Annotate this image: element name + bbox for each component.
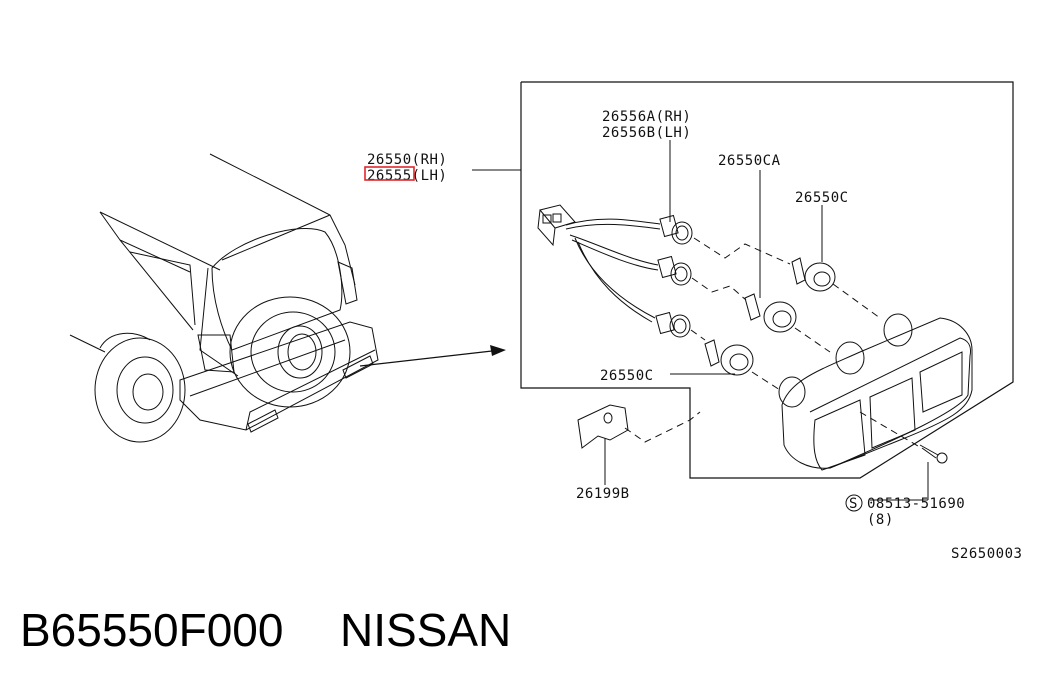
lamp-housing <box>577 313 973 471</box>
harness-and-bulbs <box>537 204 881 391</box>
leader-lines <box>472 140 929 501</box>
diagram-code: S2650003 <box>951 546 1022 562</box>
highlight-box <box>364 166 415 181</box>
callout-socket-rh: 26556A(RH) <box>602 109 691 125</box>
detail-frame <box>520 81 1014 479</box>
callout-socket-lh: 26556B(LH) <box>602 125 691 141</box>
callout-screw-qty: (8) <box>867 512 894 528</box>
callout-assembly-rh: 26550(RH) <box>367 152 447 168</box>
screw-symbol: S <box>849 496 858 512</box>
screw-callout: S 08513-51690 (8) <box>845 494 965 528</box>
callout-assembly-lh: 26555(LH) <box>367 168 447 184</box>
callout-screw-part: 08513-51690 <box>867 496 965 512</box>
footer-part-number: B65550F000 <box>20 604 283 656</box>
callout-bulb-ca: 26550CA <box>718 153 781 169</box>
callout-bracket: 26199B <box>576 486 630 502</box>
footer-brand: NISSAN <box>340 604 511 656</box>
screw-symbol-icon <box>845 494 863 512</box>
vehicle-rear-illustration <box>69 153 506 443</box>
callout-bulb-c-upper: 26550C <box>795 190 849 206</box>
callout-bulb-c-lower: 26550C <box>600 368 654 384</box>
